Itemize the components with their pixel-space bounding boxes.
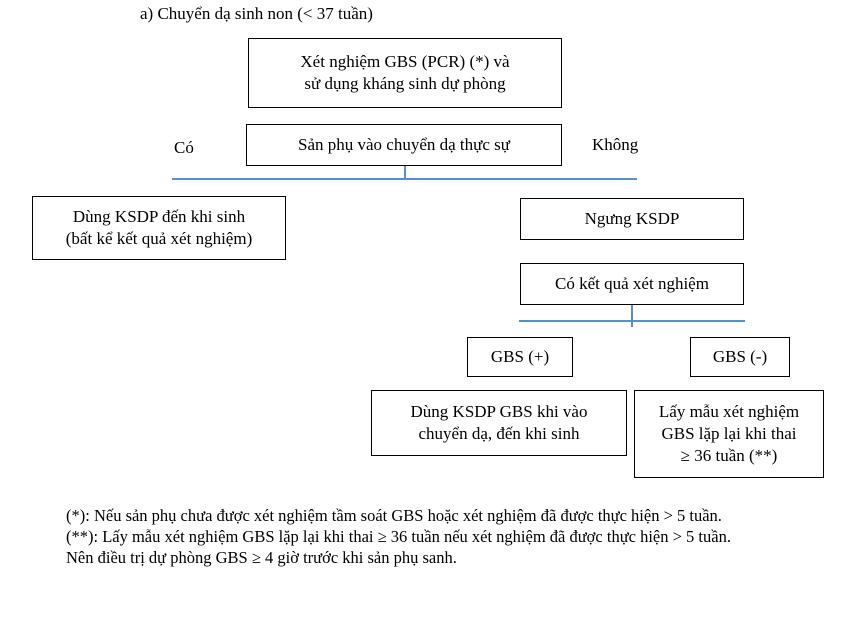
branch-label-yes: Có: [174, 138, 194, 157]
node-stop-ksdp: Ngưng KSDP: [520, 198, 744, 240]
node-ksdp-on-labor-label: Dùng KSDP GBS khi vào chuyển dạ, đến khi…: [410, 402, 588, 443]
footnote-2: (**): Lấy mẫu xét nghiệm GBS lặp lại khi…: [66, 527, 731, 546]
node-ksdp-on-labor: Dùng KSDP GBS khi vào chuyển dạ, đến khi…: [371, 390, 627, 456]
node-true-labor: Sản phụ vào chuyển dạ thực sự: [246, 124, 562, 166]
footnote-1: (*): Nếu sản phụ chưa được xét nghiệm tầ…: [66, 506, 722, 525]
connector-secondary-tick: [631, 320, 633, 327]
section-heading: a) Chuyển dạ sinh non (< 37 tuần): [140, 4, 373, 23]
footnote-3: Nên điều trị dự phòng GBS ≥ 4 giờ trước …: [66, 548, 457, 567]
node-gbs-negative-label: GBS (-): [712, 347, 768, 366]
node-has-result: Có kết quả xét nghiệm: [520, 263, 744, 305]
node-continue-ksdp-label: Dùng KSDP đến khi sinh (bất kể kết quả x…: [65, 207, 253, 248]
node-true-labor-label: Sản phụ vào chuyển dạ thực sự: [298, 135, 510, 154]
node-gbs-positive-label: GBS (+): [490, 347, 550, 366]
node-gbs-negative: GBS (-): [690, 337, 790, 377]
node-retest-36w: Lấy mẫu xét nghiệm GBS lặp lại khi thai …: [634, 390, 824, 478]
footnotes-block: (*): Nếu sản phụ chưa được xét nghiệm tầ…: [30, 505, 830, 568]
connector-has-result-stub: [631, 305, 633, 320]
node-gbs-positive: GBS (+): [467, 337, 573, 377]
node-stop-ksdp-label: Ngưng KSDP: [584, 209, 680, 228]
branch-label-no: Không: [592, 135, 639, 154]
connector-true-labor-stub: [404, 166, 406, 179]
node-retest-36w-label: Lấy mẫu xét nghiệm GBS lặp lại khi thai …: [658, 402, 800, 465]
node-test-and-prophylaxis-label: Xét nghiệm GBS (PCR) (*) và sử dụng khán…: [300, 52, 510, 93]
node-has-result-label: Có kết quả xét nghiệm: [555, 274, 709, 293]
connector-split-bar-primary: [172, 178, 637, 180]
node-continue-ksdp: Dùng KSDP đến khi sinh (bất kể kết quả x…: [32, 196, 286, 260]
node-test-and-prophylaxis: Xét nghiệm GBS (PCR) (*) và sử dụng khán…: [248, 38, 562, 108]
